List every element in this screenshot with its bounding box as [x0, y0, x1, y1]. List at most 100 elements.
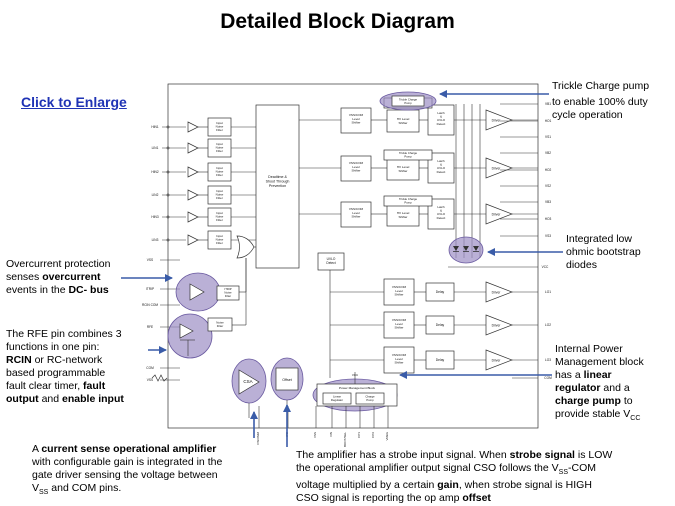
- input-buffer: [187, 189, 199, 201]
- itrip-noise-filter: [216, 285, 240, 301]
- pin-label: VSS: [147, 378, 153, 382]
- pin-label: VCC: [352, 373, 359, 377]
- filter-label: Filter: [216, 173, 223, 177]
- bootstrap-diode: [473, 246, 479, 251]
- filter-label: Noise: [216, 125, 224, 129]
- filter-label: Input: [216, 189, 223, 193]
- pin-label: CP2: [371, 432, 375, 438]
- level-shifter-label: VSS/COM: [392, 353, 407, 357]
- driver-label: Driver: [492, 359, 502, 363]
- pin-label: LO1: [545, 290, 551, 294]
- pin-label: LIN3: [152, 238, 159, 242]
- filter-label: Noise: [216, 215, 224, 219]
- latch-label: UVLO: [437, 166, 446, 170]
- input-buffer: [187, 211, 199, 223]
- level-shifter-label: VSS/COM: [392, 318, 407, 322]
- filter-label: Noise: [216, 238, 224, 242]
- rfe-noise-filter: [207, 317, 233, 332]
- driver-label: Driver: [492, 213, 502, 217]
- driver-label: Driver: [492, 324, 502, 328]
- filter-label: Input: [216, 166, 223, 170]
- pin-label: HO2: [545, 168, 552, 172]
- pin-dot: [166, 215, 170, 219]
- level-shifter-label: Shifter: [352, 121, 361, 125]
- filter-label: Input: [216, 142, 223, 146]
- level-shifter-label: Level: [352, 165, 360, 169]
- click-to-enlarge-link[interactable]: Click to Enlarge: [21, 94, 127, 110]
- level-shifter-label: Level: [395, 322, 403, 326]
- pin-label: BOOT/SEL: [343, 432, 347, 447]
- pin-label: RFE: [147, 325, 153, 329]
- hv-shifter-label: Shifter: [399, 215, 408, 219]
- shunt-resistor: [151, 374, 168, 382]
- overcurrent-annotation: Overcurrent protection senses overcurren…: [6, 258, 111, 296]
- trickle-pump-label: Pump: [404, 155, 412, 159]
- input-buffer: [187, 234, 199, 246]
- latch-label: Detect: [437, 170, 446, 174]
- level-shifter-label: Level: [395, 289, 403, 293]
- pin-dot: [166, 238, 170, 242]
- trickle-pump-label: Trickle Charge: [399, 197, 418, 201]
- low-side-level-shifter: [383, 311, 415, 339]
- low-side-driver: [485, 281, 513, 303]
- trickle-pump-label: Trickle Charge: [399, 151, 418, 155]
- bootstrap-diodes-annotation: Integrated low ohmic bootstrap diodes: [566, 233, 641, 271]
- delay-label: Delay: [436, 358, 445, 362]
- level-shifter: [340, 155, 372, 182]
- latch-label: Detect: [437, 122, 446, 126]
- pin-dot: [166, 146, 170, 150]
- bootstrap-diode: [463, 246, 469, 251]
- csa-amplifier: [238, 369, 260, 395]
- pin-label: COM: [146, 366, 154, 370]
- trickle-charge-pump: [383, 195, 433, 207]
- pin-dot: [166, 193, 170, 197]
- low-side-driver: [485, 349, 513, 371]
- pin-label: ITRIP: [146, 287, 154, 291]
- level-shifter-label: Level: [352, 211, 360, 215]
- high-side-driver: [485, 203, 513, 225]
- callout-arrows: [121, 90, 563, 447]
- rfe-pin-annotation: The RFE pin combines 3 functions in one …: [6, 328, 124, 405]
- pin-label: VREG: [385, 431, 389, 440]
- page-title: Detailed Block Diagram: [220, 10, 455, 33]
- offset-label: Offset: [282, 378, 292, 382]
- level-shifter-label: VSS/COM: [392, 285, 407, 289]
- level-shifter: [340, 201, 372, 228]
- latch-label: Latch: [437, 111, 445, 115]
- hv-shifter-label: HV Level: [397, 165, 410, 169]
- driver-label: Driver: [492, 291, 502, 295]
- csa-label: CSA: [243, 379, 252, 384]
- power-management-label: Power Management Block: [339, 386, 376, 390]
- linear-regulator: [322, 392, 352, 405]
- level-shifter-label: Level: [395, 357, 403, 361]
- pin-label: HO1: [545, 119, 552, 123]
- itrip-comparator: [189, 283, 205, 301]
- pin-label: VSS: [147, 258, 153, 262]
- chip-outline: [167, 83, 539, 429]
- driver-label: Driver: [492, 167, 502, 171]
- filter-label: Noise: [216, 193, 224, 197]
- filter-label: Filter: [216, 241, 223, 245]
- pin-label: VS3: [545, 234, 551, 238]
- itrip-filter-label: ITRIP: [224, 287, 231, 291]
- pin-label: LIN1: [152, 146, 159, 150]
- uvlo-detect: [317, 252, 345, 271]
- level-shifter-label: Shifter: [395, 361, 404, 365]
- noise-filter-label: Noise: [216, 321, 224, 325]
- level-shifter-label: Shifter: [352, 169, 361, 173]
- level-shifter-label: Shifter: [352, 215, 361, 219]
- input-buffer: [187, 166, 199, 178]
- deadtime-label: Deadtime &: [268, 175, 287, 179]
- latch-label: &: [440, 209, 442, 213]
- hv-shifter-label: Shifter: [399, 169, 408, 173]
- high-side-driver: [485, 157, 513, 179]
- trickle-charge-pump: [383, 149, 433, 161]
- pin-label: HIN1: [151, 125, 158, 129]
- itrip-filter-label: Filter: [225, 294, 231, 298]
- pin-label: CSO/SIM: [256, 432, 260, 445]
- pin-label: LO3: [545, 358, 551, 362]
- latch-uvlo: [427, 104, 455, 136]
- high-side-driver: [485, 109, 513, 131]
- driver-label: Driver: [492, 119, 502, 123]
